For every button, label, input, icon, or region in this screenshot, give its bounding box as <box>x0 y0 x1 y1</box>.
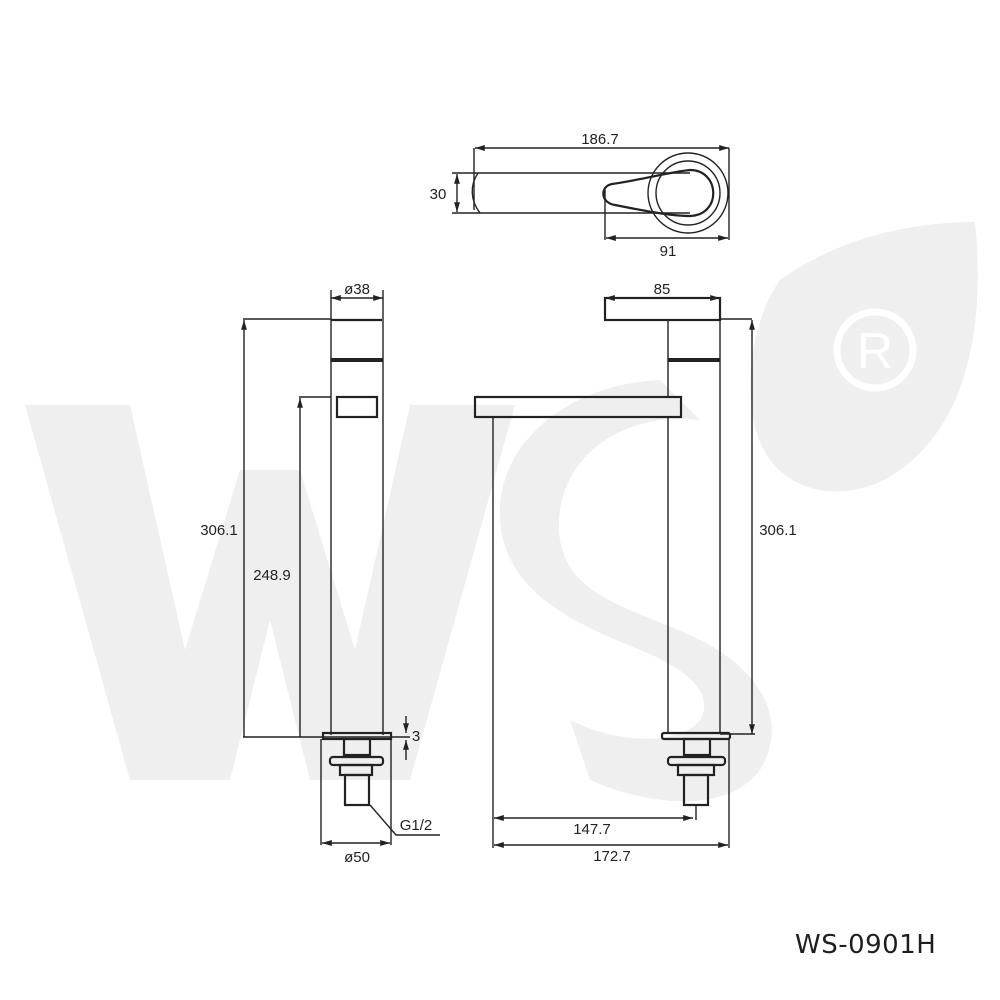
model-number: WS-0901H <box>795 930 937 960</box>
dim-spout-reach: 147.7 <box>573 821 611 838</box>
dim-overall-length: 186.7 <box>581 131 619 148</box>
dim-base-diameter: ø50 <box>344 849 370 866</box>
dim-handle-base: 91 <box>660 243 677 260</box>
dim-spout-width: 30 <box>430 186 447 203</box>
dim-side-overall-height: 306.1 <box>200 522 238 539</box>
dim-front-overall-height: 306.1 <box>759 522 797 539</box>
dim-body-diameter: ø38 <box>344 281 370 298</box>
dim-thread: G1/2 <box>400 817 433 834</box>
dim-base-thickness: 3 <box>412 728 420 745</box>
svg-text:R: R <box>857 323 893 379</box>
dim-handle-length: 85 <box>654 281 671 298</box>
dim-overall-reach: 172.7 <box>593 848 631 865</box>
side-view <box>241 290 440 846</box>
watermark-logo: R <box>25 222 978 802</box>
top-view <box>452 145 730 241</box>
dim-spout-height: 248.9 <box>253 567 291 584</box>
front-view <box>473 295 755 848</box>
